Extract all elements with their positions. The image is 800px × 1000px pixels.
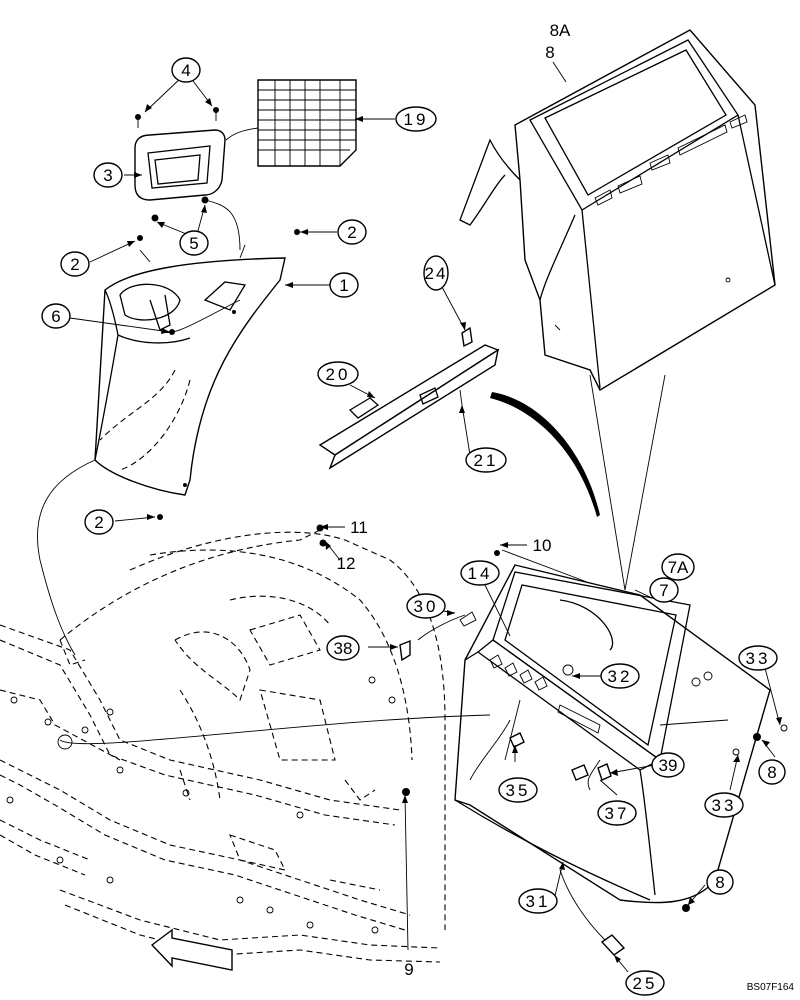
svg-text:14: 14 (468, 564, 493, 583)
callout-38: 38 (326, 635, 360, 661)
label-9: 9 (404, 960, 413, 979)
callout-2b: 2 (60, 251, 90, 277)
console-side-panel (94, 244, 286, 496)
svg-text:33: 33 (712, 796, 737, 815)
svg-text:20: 20 (326, 365, 351, 384)
callout-6: 6 (41, 303, 71, 329)
callout-5: 5 (179, 230, 209, 256)
mounting-bracket (318, 344, 500, 470)
lower-console-housing (454, 564, 771, 904)
chassis-outline (0, 529, 446, 963)
svg-text:25: 25 (633, 974, 658, 993)
front-direction-arrow (150, 928, 233, 971)
svg-text:8: 8 (767, 763, 776, 782)
svg-text:3: 3 (103, 166, 112, 185)
callout-32: 32 (600, 663, 640, 689)
svg-text:31: 31 (526, 892, 551, 911)
svg-text:33: 33 (746, 649, 771, 668)
svg-text:30: 30 (414, 597, 439, 616)
label-8a: 8A (550, 21, 571, 40)
callout-8c: 8 (706, 869, 734, 895)
callout-14: 14 (460, 560, 500, 586)
svg-text:32: 32 (608, 667, 633, 686)
callout-2a: 2 (337, 219, 367, 245)
callout-4: 4 (171, 57, 201, 83)
callout-33b: 33 (704, 792, 744, 818)
label-12: 12 (337, 554, 356, 573)
callout-19: 19 (395, 106, 437, 132)
upper-console-housing (459, 29, 776, 391)
callout-33a: 33 (738, 645, 778, 671)
callout-20: 20 (317, 361, 359, 387)
svg-text:1: 1 (339, 276, 348, 295)
svg-text:35: 35 (506, 781, 531, 800)
svg-text:2: 2 (70, 255, 79, 274)
svg-text:7A: 7A (668, 558, 689, 577)
svg-text:19: 19 (404, 110, 429, 129)
screw-4a (135, 114, 141, 120)
reference-code: BS07F164 (747, 982, 795, 993)
callout-31: 31 (518, 888, 558, 914)
svg-text:24: 24 (425, 264, 448, 283)
label-8: 8 (545, 43, 554, 62)
screw-4b (213, 107, 219, 113)
sleeve-25 (600, 934, 626, 956)
callout-21: 21 (465, 447, 507, 473)
callout-2c: 2 (84, 509, 114, 535)
callout-39: 39 (651, 752, 685, 778)
callout-7: 7 (649, 577, 679, 603)
svg-text:39: 39 (659, 756, 678, 775)
label-11: 11 (350, 518, 368, 537)
callout-30: 30 (406, 593, 446, 619)
leader-arrowheads (127, 98, 782, 963)
svg-text:37: 37 (605, 804, 630, 823)
decal-grid (257, 79, 357, 167)
svg-text:38: 38 (334, 639, 353, 658)
callout-1: 1 (329, 272, 359, 298)
panel-wire (37, 459, 96, 656)
callout-25: 25 (625, 970, 665, 996)
svg-text:5: 5 (189, 234, 198, 253)
callout-3: 3 (93, 162, 123, 188)
svg-text:6: 6 (51, 307, 60, 326)
bezel-frame (134, 129, 226, 201)
svg-text:4: 4 (181, 61, 190, 80)
svg-text:7: 7 (659, 581, 668, 600)
svg-text:21: 21 (474, 451, 499, 470)
callout-8b: 8 (758, 759, 786, 785)
callout-7a: 7A (661, 553, 695, 581)
callout-35: 35 (498, 777, 538, 803)
callout-24: 24 (423, 255, 449, 291)
svg-text:2: 2 (347, 223, 356, 242)
label-10: 10 (533, 536, 552, 555)
harness-swoosh (490, 392, 600, 517)
svg-text:2: 2 (94, 513, 103, 532)
svg-text:8: 8 (715, 873, 724, 892)
callout-37: 37 (597, 800, 637, 826)
